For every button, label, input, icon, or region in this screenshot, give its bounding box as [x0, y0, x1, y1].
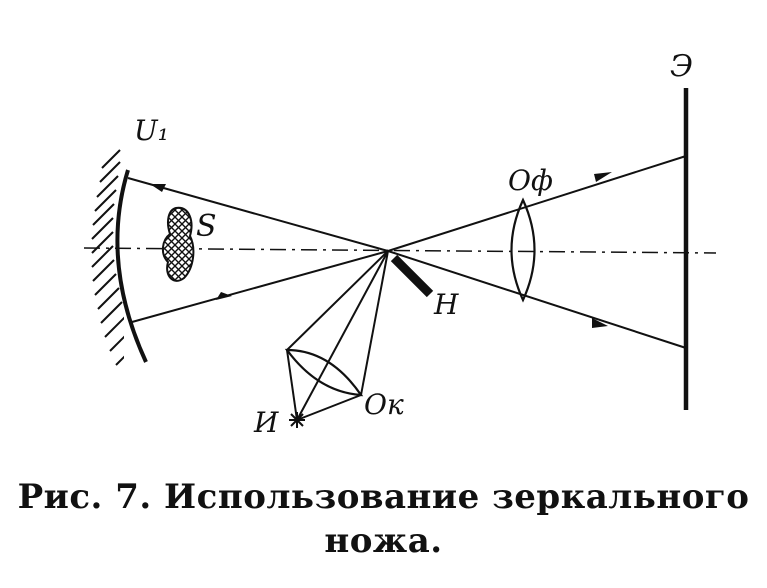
- objective-label: Oф: [508, 164, 553, 197]
- figure-caption-line-2: ножа.: [324, 521, 443, 561]
- condenser-label: Oк: [364, 388, 404, 421]
- object-blob: [162, 206, 195, 282]
- light-source-star: [289, 412, 305, 428]
- source-label: И: [253, 406, 279, 439]
- screen-label: Э: [670, 49, 693, 84]
- ray-arrows: [150, 172, 612, 328]
- figure-caption-line-1: Рис. 7. Использование зеркального: [17, 477, 750, 517]
- condenser-lens: [284, 348, 364, 397]
- knife-label: H: [433, 288, 459, 321]
- mirror-label: U₁: [134, 114, 169, 147]
- object-label: S: [196, 209, 217, 244]
- objective-lens: [510, 197, 536, 303]
- ray-bundle: [127, 155, 687, 421]
- concave-mirror: [91, 149, 148, 366]
- mirror-knife: [390, 254, 434, 298]
